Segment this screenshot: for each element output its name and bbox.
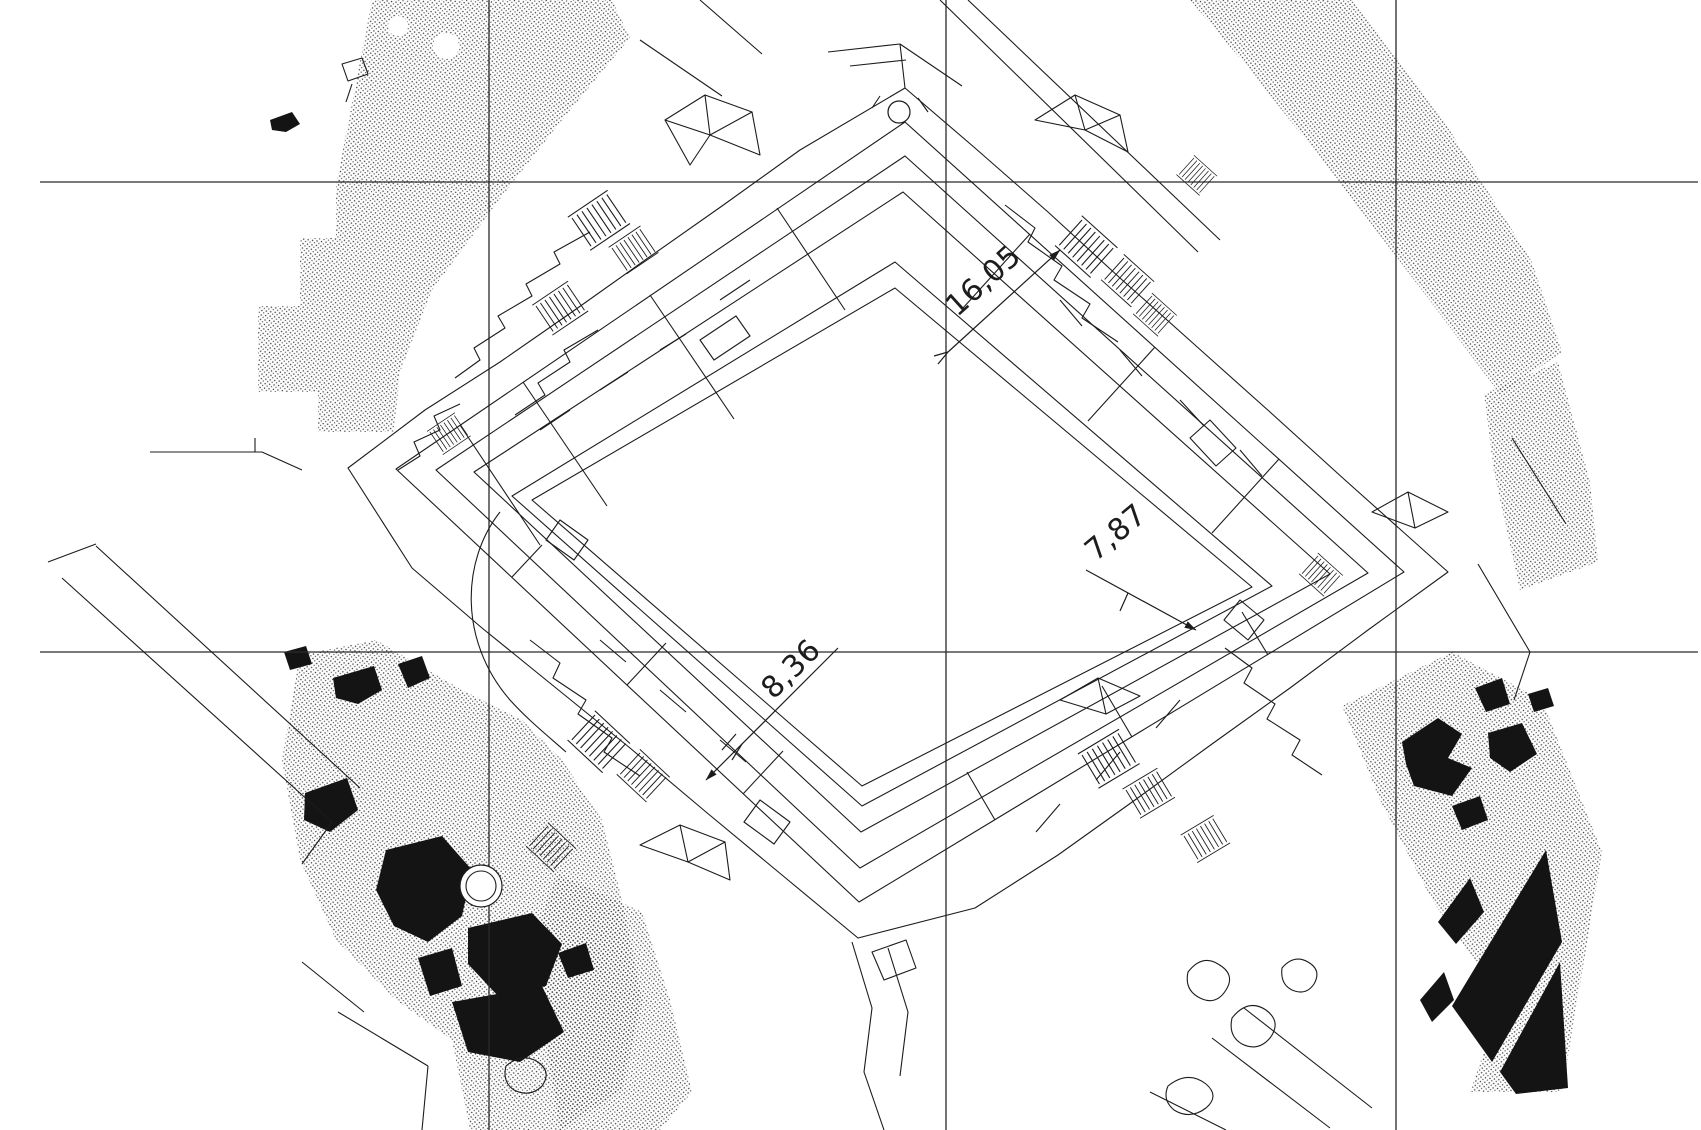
stairs	[616, 748, 671, 803]
dimension-16-05: 16,05	[933, 238, 1061, 365]
vegetation-blobs	[270, 112, 1568, 1094]
building-footprints	[545, 315, 1265, 845]
stairs	[1100, 253, 1155, 308]
dimension-line	[705, 647, 839, 781]
stipple-hole	[433, 33, 459, 59]
stipple-top-left	[258, 0, 630, 432]
dimension-tick	[721, 733, 743, 761]
stairs	[567, 189, 631, 251]
dimension-label-16-05: 16,05	[939, 238, 1028, 323]
stairs	[531, 280, 589, 336]
dimension-tick	[1119, 592, 1129, 612]
stairs	[1122, 767, 1176, 819]
well-circle-top	[887, 100, 911, 124]
stairs	[1176, 154, 1218, 196]
stairs	[426, 412, 471, 456]
terrain-zigzags	[397, 204, 1323, 833]
dimension-line	[947, 249, 1061, 353]
stipple-top-right	[1190, 0, 1562, 394]
stipple-hole	[388, 16, 408, 36]
stipple-areas	[258, 0, 1602, 1130]
dimension-7-87: 7,87	[1078, 497, 1197, 631]
stipple-right-strip	[1484, 362, 1598, 590]
triangulation-mesh	[639, 94, 1449, 881]
well-top-detail	[871, 95, 929, 113]
rampart-outlines	[347, 87, 1449, 939]
dimension-line	[1085, 569, 1197, 631]
outer-works	[47, 0, 1567, 1130]
dimension-label-7-87: 7,87	[1078, 497, 1153, 568]
stairs	[1298, 552, 1344, 597]
vegetation-outlines	[504, 958, 1318, 1116]
dimension-tick	[933, 351, 949, 365]
dimension-annotations: 16,05 7,87 8,36	[705, 238, 1197, 781]
rampart-cross-walls	[459, 207, 1280, 821]
well-circle-bottom-left-inner	[465, 870, 497, 902]
stairs	[1132, 292, 1178, 337]
stairs	[1180, 814, 1231, 864]
